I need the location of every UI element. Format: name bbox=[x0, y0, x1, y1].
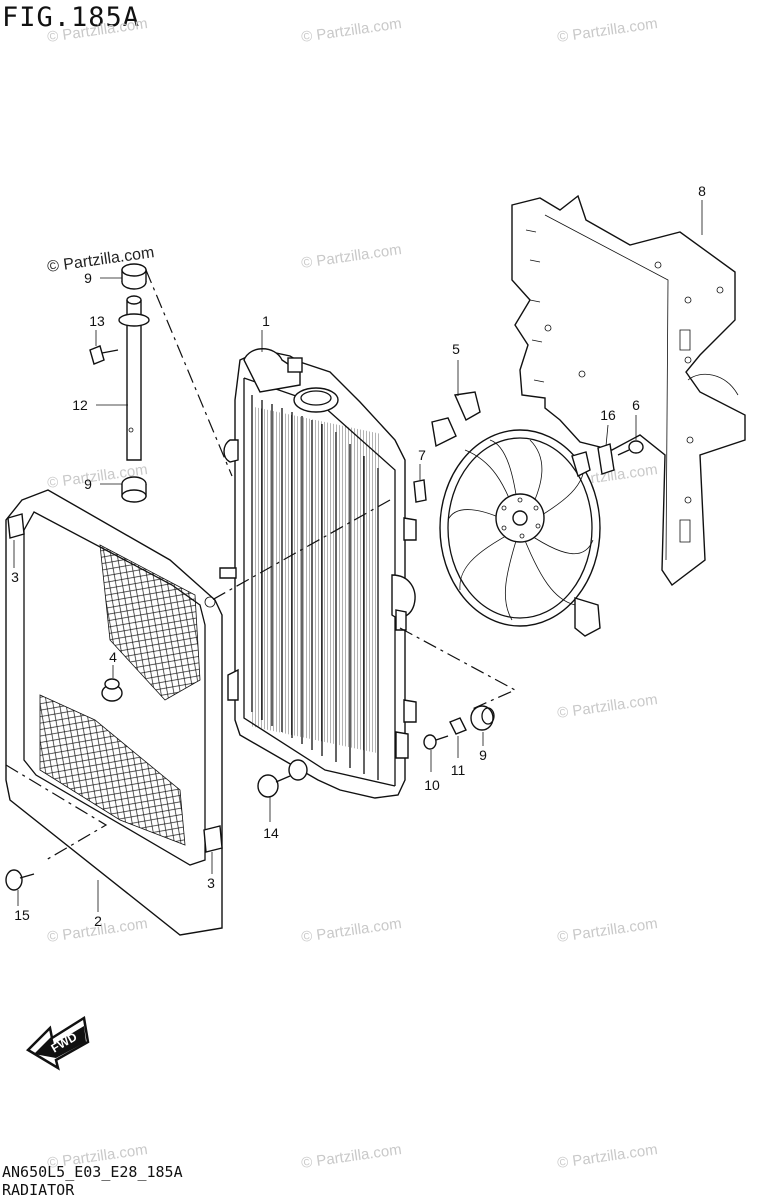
watermark: © Partzilla.com bbox=[300, 1141, 402, 1172]
fwd-arrow-icon: FWD bbox=[25, 1015, 90, 1071]
watermark: © Partzilla.com bbox=[300, 15, 402, 46]
radiator-core bbox=[219, 348, 417, 799]
callout-9-top: 9 bbox=[84, 270, 92, 286]
callout-7: 7 bbox=[418, 447, 426, 463]
grommet-part-4 bbox=[101, 678, 123, 702]
figure-title: FIG.185A bbox=[2, 2, 141, 33]
callout-3-lower: 3 bbox=[207, 875, 215, 891]
callout-10: 10 bbox=[424, 777, 440, 793]
callout-5: 5 bbox=[452, 341, 460, 357]
model-code: AN650L5_E03_E28_185A bbox=[2, 1163, 183, 1181]
callout-labels: 1 2 3 3 4 5 6 7 8 9 9 9 10 11 12 13 14 1… bbox=[11, 183, 706, 929]
lower-mount-hardware bbox=[423, 705, 495, 750]
callout-3-upper: 3 bbox=[11, 569, 19, 585]
watermark: © Partzilla.com bbox=[556, 1141, 658, 1172]
watermark: © Partzilla.com bbox=[300, 241, 402, 272]
section-name: RADIATOR bbox=[2, 1181, 75, 1199]
watermark: © Partzilla.com bbox=[46, 15, 148, 46]
grille-clip-lower bbox=[203, 825, 223, 853]
watermark: © Partzilla.com bbox=[556, 691, 658, 722]
clip-part-7 bbox=[413, 479, 427, 503]
callout-6: 6 bbox=[632, 397, 640, 413]
watermark: © Partzilla.com bbox=[300, 915, 402, 946]
cooling-fan-assembly bbox=[431, 391, 601, 637]
bolt-part-6 bbox=[617, 440, 644, 456]
callout-15: 15 bbox=[14, 907, 30, 923]
callout-12: 12 bbox=[72, 397, 88, 413]
callout-2: 2 bbox=[94, 913, 102, 929]
grille-clip-upper bbox=[7, 513, 25, 539]
callout-8: 8 bbox=[698, 183, 706, 199]
callout-9-right: 9 bbox=[479, 747, 487, 763]
leader-lines bbox=[13, 200, 703, 912]
watermark: © Partzilla.com bbox=[556, 15, 658, 46]
callout-16: 16 bbox=[600, 407, 616, 423]
alignment-lines bbox=[5, 269, 517, 861]
callout-1: 1 bbox=[262, 313, 270, 329]
callout-11: 11 bbox=[451, 762, 466, 778]
callout-14: 14 bbox=[263, 825, 279, 841]
callout-9-middle: 9 bbox=[84, 476, 92, 492]
callout-4: 4 bbox=[109, 649, 117, 665]
shroud-bracket bbox=[511, 194, 746, 587]
watermark: © Partzilla.com bbox=[556, 915, 658, 946]
screw-part-15 bbox=[5, 869, 35, 891]
radiator-screen-grille bbox=[5, 489, 223, 936]
callout-13: 13 bbox=[89, 313, 105, 329]
mounting-pipe-assembly bbox=[89, 263, 150, 503]
screw-part-14 bbox=[257, 759, 308, 798]
